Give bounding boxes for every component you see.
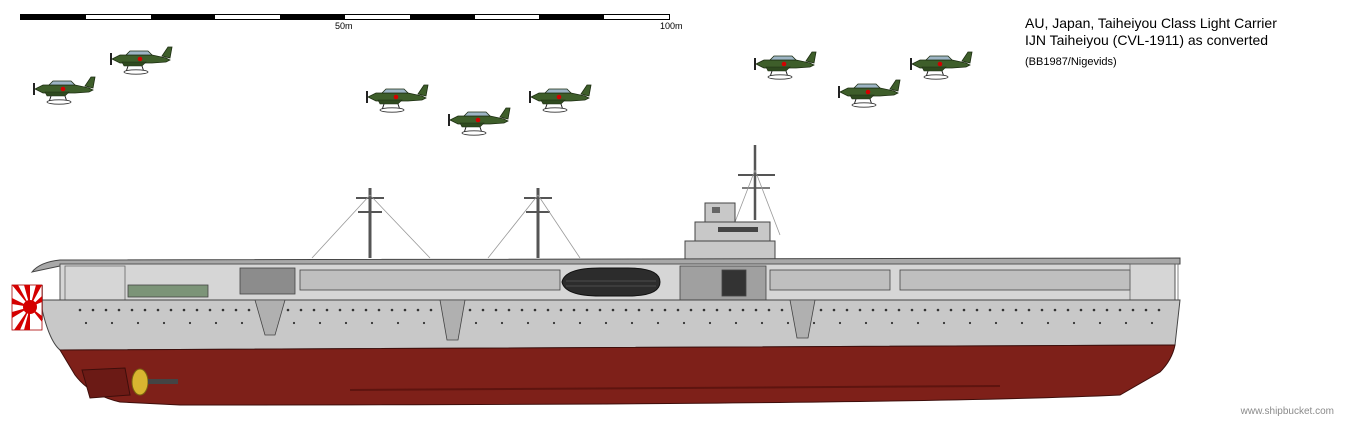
scale-label-50m: 50m: [335, 21, 353, 31]
aircraft-icon: [909, 51, 973, 80]
scale-segment: [21, 15, 86, 19]
masts: [311, 145, 781, 259]
aircraft-icon: [447, 107, 511, 136]
hull-lower: [59, 344, 1176, 406]
funnel-trunk: [561, 267, 661, 297]
scale-label-100m: 100m: [660, 21, 683, 31]
aircraft-icon: [365, 84, 429, 113]
rising-sun-flag-icon: [11, 284, 43, 331]
credit-line: (BB1987/Nigevids): [1025, 56, 1117, 68]
island: [684, 202, 776, 262]
aircraft-icon: [109, 46, 173, 75]
scale-segment: [150, 15, 216, 19]
scale-segment: [215, 15, 281, 19]
sponsons: [254, 299, 816, 341]
scale-segment: [539, 15, 605, 19]
hangar-details: [64, 263, 1179, 301]
scale-segment: [474, 15, 540, 19]
scale-segment: [85, 15, 151, 19]
scale-segment: [344, 15, 410, 19]
title-line-1: AU, Japan, Taiheiyou Class Light Carrier: [1025, 15, 1277, 31]
title-block: AU, Japan, Taiheiyou Class Light Carrier…: [1025, 15, 1277, 69]
title-line-2: IJN Taiheiyou (CVL-1911) as converted: [1025, 32, 1269, 48]
aircraft-icon: [753, 51, 817, 80]
scale-segment: [604, 15, 669, 19]
aircraft-icon: [32, 76, 96, 105]
hull-upper: [39, 299, 1181, 351]
aircraft-group: [32, 46, 973, 136]
propeller-icon: [81, 367, 178, 399]
aircraft-icon: [528, 84, 592, 113]
scale-segment: [409, 15, 475, 19]
scale-bar: [20, 14, 670, 20]
aircraft-icon: [837, 79, 901, 108]
watermark: www.shipbucket.com: [1240, 406, 1334, 417]
scale-segment: [280, 15, 345, 19]
